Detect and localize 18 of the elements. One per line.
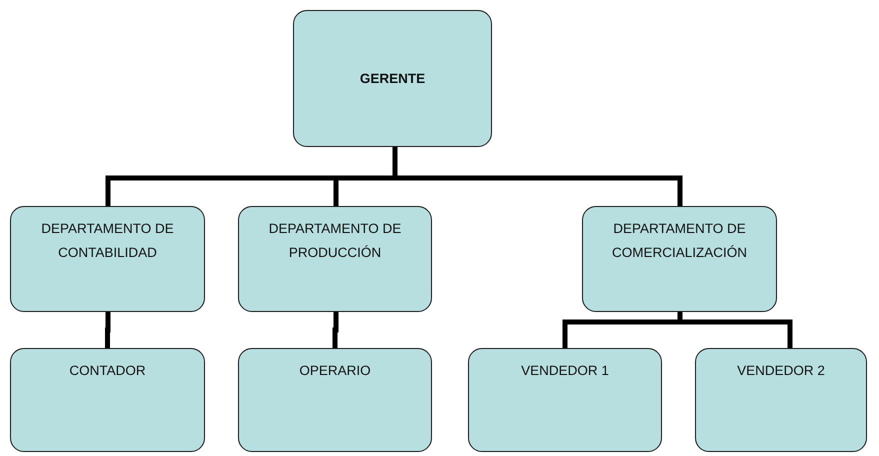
role-label: VENDEDOR 1 [521,362,609,380]
connector-line [332,310,338,350]
role-label: VENDEDOR 2 [737,362,825,380]
org-box [238,206,432,312]
org-box [293,10,492,147]
role-label: GERENTE [360,70,426,88]
org-box [238,348,432,452]
role-label: DEPARTAMENTO DE CONTABILIDAD [40,220,175,262]
connector-line [105,310,110,350]
role-label: DEPARTAMENTO DE PRODUCCIÓN [268,220,402,262]
org-box [10,206,205,312]
org-box [582,206,777,312]
role-label: DEPARTAMENTO DE COMERCIALIZACIÓN [610,220,748,262]
role-label: OPERARIO [299,362,371,380]
role-label: CONTADOR [69,362,146,380]
org-box [468,348,662,452]
org-box [10,348,205,452]
org-box [695,348,867,452]
